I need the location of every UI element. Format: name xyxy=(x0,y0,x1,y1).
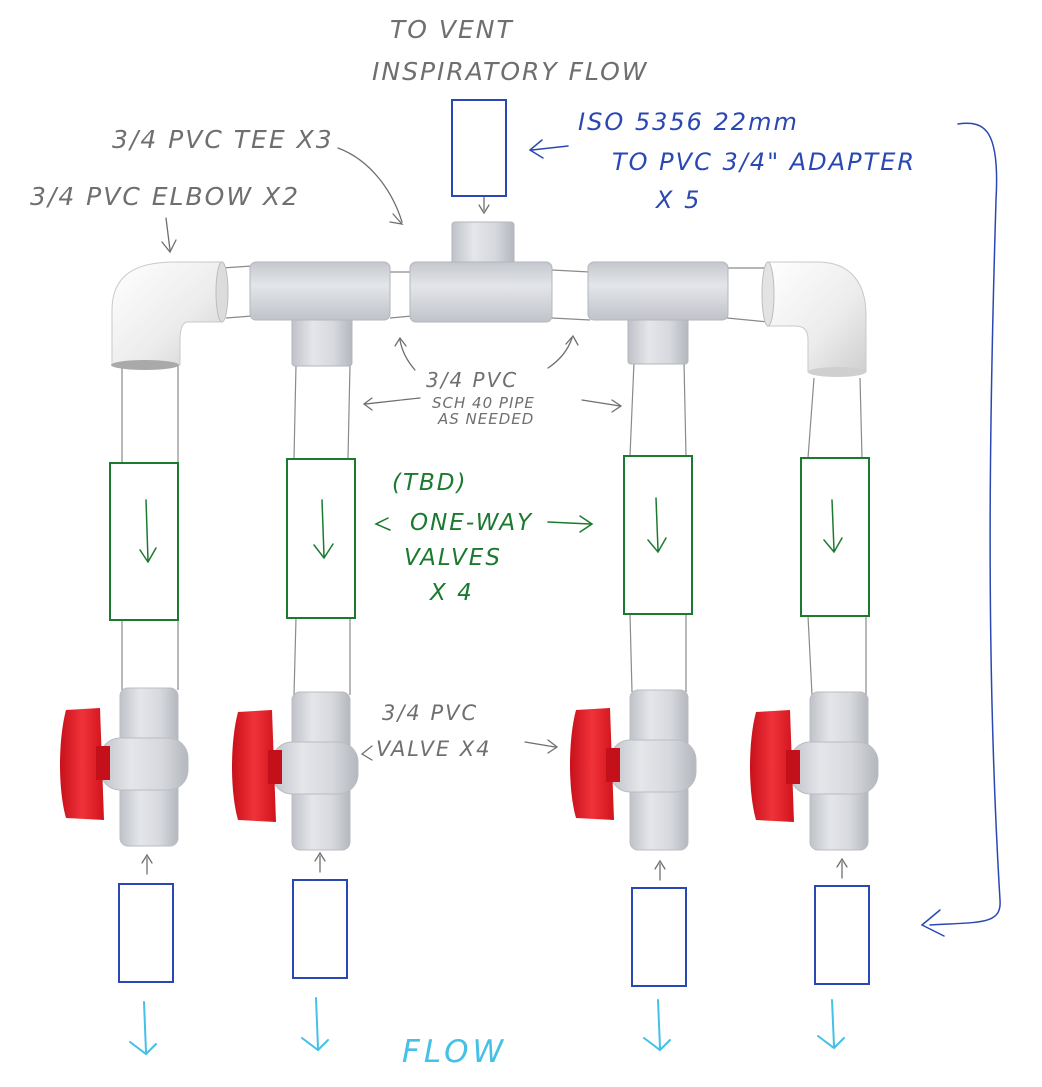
right-tee-fitting xyxy=(587,261,729,365)
vent-label-line1: TO VENT xyxy=(390,15,514,44)
oneway-label-line4: X 4 xyxy=(429,580,474,606)
oneway-label-line3: VALVES xyxy=(404,545,502,571)
center-tee-fitting xyxy=(409,221,553,323)
pipe-label-line2: SCH 40 PIPE xyxy=(432,394,535,412)
pipe-pointer-right xyxy=(581,399,621,407)
elbow-pointer-arrow xyxy=(165,217,171,251)
oneway-valve-box-4 xyxy=(800,457,870,617)
oneway-valve-box-3 xyxy=(623,455,693,615)
oneway-label-line1: (TBD) xyxy=(392,470,468,496)
adapter-pointer-arrow xyxy=(531,145,569,151)
oneway-arrow-4 xyxy=(823,499,843,554)
pipe-runs xyxy=(121,265,867,696)
tee-pointer-arrowhead xyxy=(389,213,404,225)
tee-note: 3/4 PVC TEE X3 xyxy=(112,125,334,154)
flow-arrow-3 xyxy=(643,999,671,1052)
valve-pointer-right xyxy=(524,741,556,748)
ball-valve-4 xyxy=(750,691,879,851)
ball-valve-2 xyxy=(232,691,359,851)
oneway-valve-box-2 xyxy=(286,458,356,619)
inlet-adapter-box-3 xyxy=(631,887,687,987)
ball-valve-1 xyxy=(60,687,189,847)
pipe-pointer-left xyxy=(364,397,421,405)
inlet-adapter-box-4 xyxy=(814,885,870,985)
oneway-valve-box-1 xyxy=(109,462,179,621)
flow-arrow-1 xyxy=(129,1001,157,1056)
vent-label-line2: INSPIRATORY FLOW xyxy=(372,57,649,86)
adapter-label-line3: X 5 xyxy=(654,186,701,214)
oneway-arrow-2 xyxy=(313,499,334,560)
pipe-pointer-left-up xyxy=(399,339,416,371)
oneway-arrow-3 xyxy=(647,497,667,554)
valve-pointer-left xyxy=(360,745,373,761)
adapter-label-line2: TO PVC 3/4" ADAPTER xyxy=(612,148,916,176)
adapter-routing-arrow xyxy=(929,122,1001,926)
tee-pointer-arrow xyxy=(337,147,403,223)
left-elbow-fitting xyxy=(111,261,229,370)
flow-label: FLOW xyxy=(402,1034,507,1070)
valve-label-line1: 3/4 PVC xyxy=(382,701,478,725)
annotation-arrows xyxy=(141,147,848,881)
vent-adapter-box xyxy=(451,99,507,197)
valve-label-line2: VALVE X4 xyxy=(376,737,492,761)
right-elbow-fitting xyxy=(761,261,867,377)
flow-arrow-2 xyxy=(301,997,329,1052)
oneway-arrow-1 xyxy=(139,499,157,564)
pipe-label-line1: 3/4 PVC xyxy=(426,368,518,392)
elbow-pointer-arrowhead xyxy=(161,239,177,254)
ball-valve-3 xyxy=(570,689,697,851)
adapter-label-line1: ISO 5356 22mm xyxy=(578,108,799,136)
oneway-pointer-left xyxy=(374,517,391,531)
inlet-adapter-box-2 xyxy=(292,879,348,979)
pipe-label-line3: AS NEEDED xyxy=(437,410,534,428)
left-tee-fitting xyxy=(249,261,391,367)
oneway-label-line2: ONE-WAY xyxy=(410,510,533,536)
elbow-note: 3/4 PVC ELBOW X2 xyxy=(30,182,300,211)
oneway-pointer-right xyxy=(547,515,594,533)
inlet-adapter-box-1 xyxy=(118,883,174,983)
flow-arrow-4 xyxy=(817,999,845,1050)
pipe-pointer-right-up xyxy=(547,337,573,369)
